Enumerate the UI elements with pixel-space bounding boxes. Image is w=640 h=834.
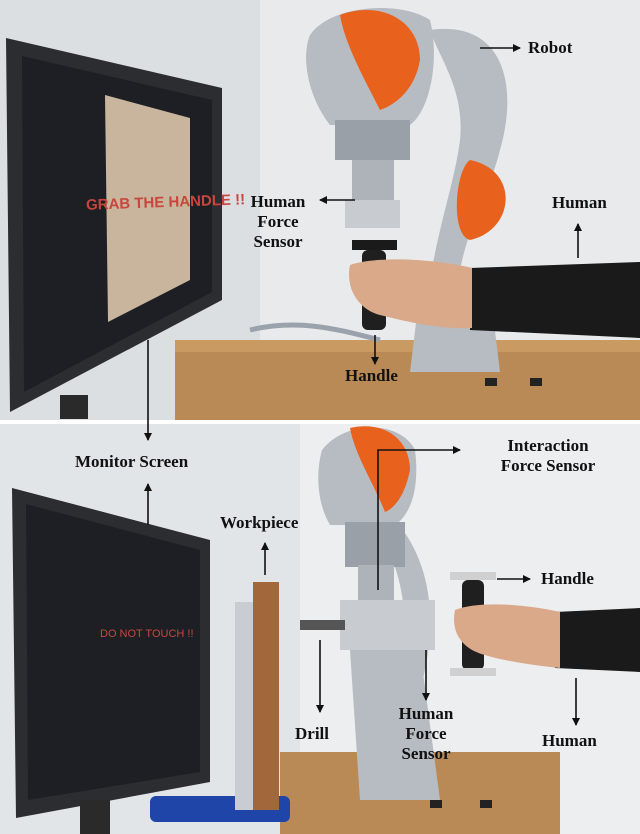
label-human-bottom: Human [542, 731, 597, 750]
bottom-robot [300, 426, 496, 800]
label-line: Force Sensor [500, 456, 596, 475]
bottom-monitor [12, 488, 210, 834]
arrow-interaction-force-sensor [377, 446, 461, 590]
label-human-top: Human [552, 193, 607, 212]
label-handle-top: Handle [345, 366, 398, 385]
label-line: Force [405, 724, 447, 743]
label-line: Sensor [253, 232, 303, 251]
label-line: Interaction [507, 436, 589, 455]
label-workpiece: Workpiece [220, 513, 299, 532]
label-handle-bottom: Handle [541, 569, 594, 588]
bottom-human-arm [454, 604, 640, 672]
bottom-photo [0, 424, 640, 834]
label-interaction-force-sensor: Interaction Force Sensor [478, 436, 618, 476]
label-line: Human [398, 704, 454, 723]
label-line: Human [250, 192, 306, 211]
label-line: Sensor [401, 744, 451, 763]
label-monitor-screen: Monitor Screen [75, 452, 189, 471]
label-line: Force [257, 212, 299, 231]
label-human-force-sensor-bottom: Human Force Sensor [386, 704, 466, 764]
top-human-arm [349, 259, 640, 338]
top-table [175, 340, 640, 420]
bottom-screen-message: DO NOT TOUCH !! [100, 628, 194, 640]
label-robot: Robot [528, 38, 573, 57]
label-human-force-sensor-top: Human Force Sensor [238, 192, 318, 252]
top-monitor [6, 38, 222, 419]
annotation-arrows [144, 44, 582, 726]
workpiece-wood [253, 582, 279, 810]
label-drill: Drill [295, 724, 329, 743]
top-photo [0, 0, 640, 420]
